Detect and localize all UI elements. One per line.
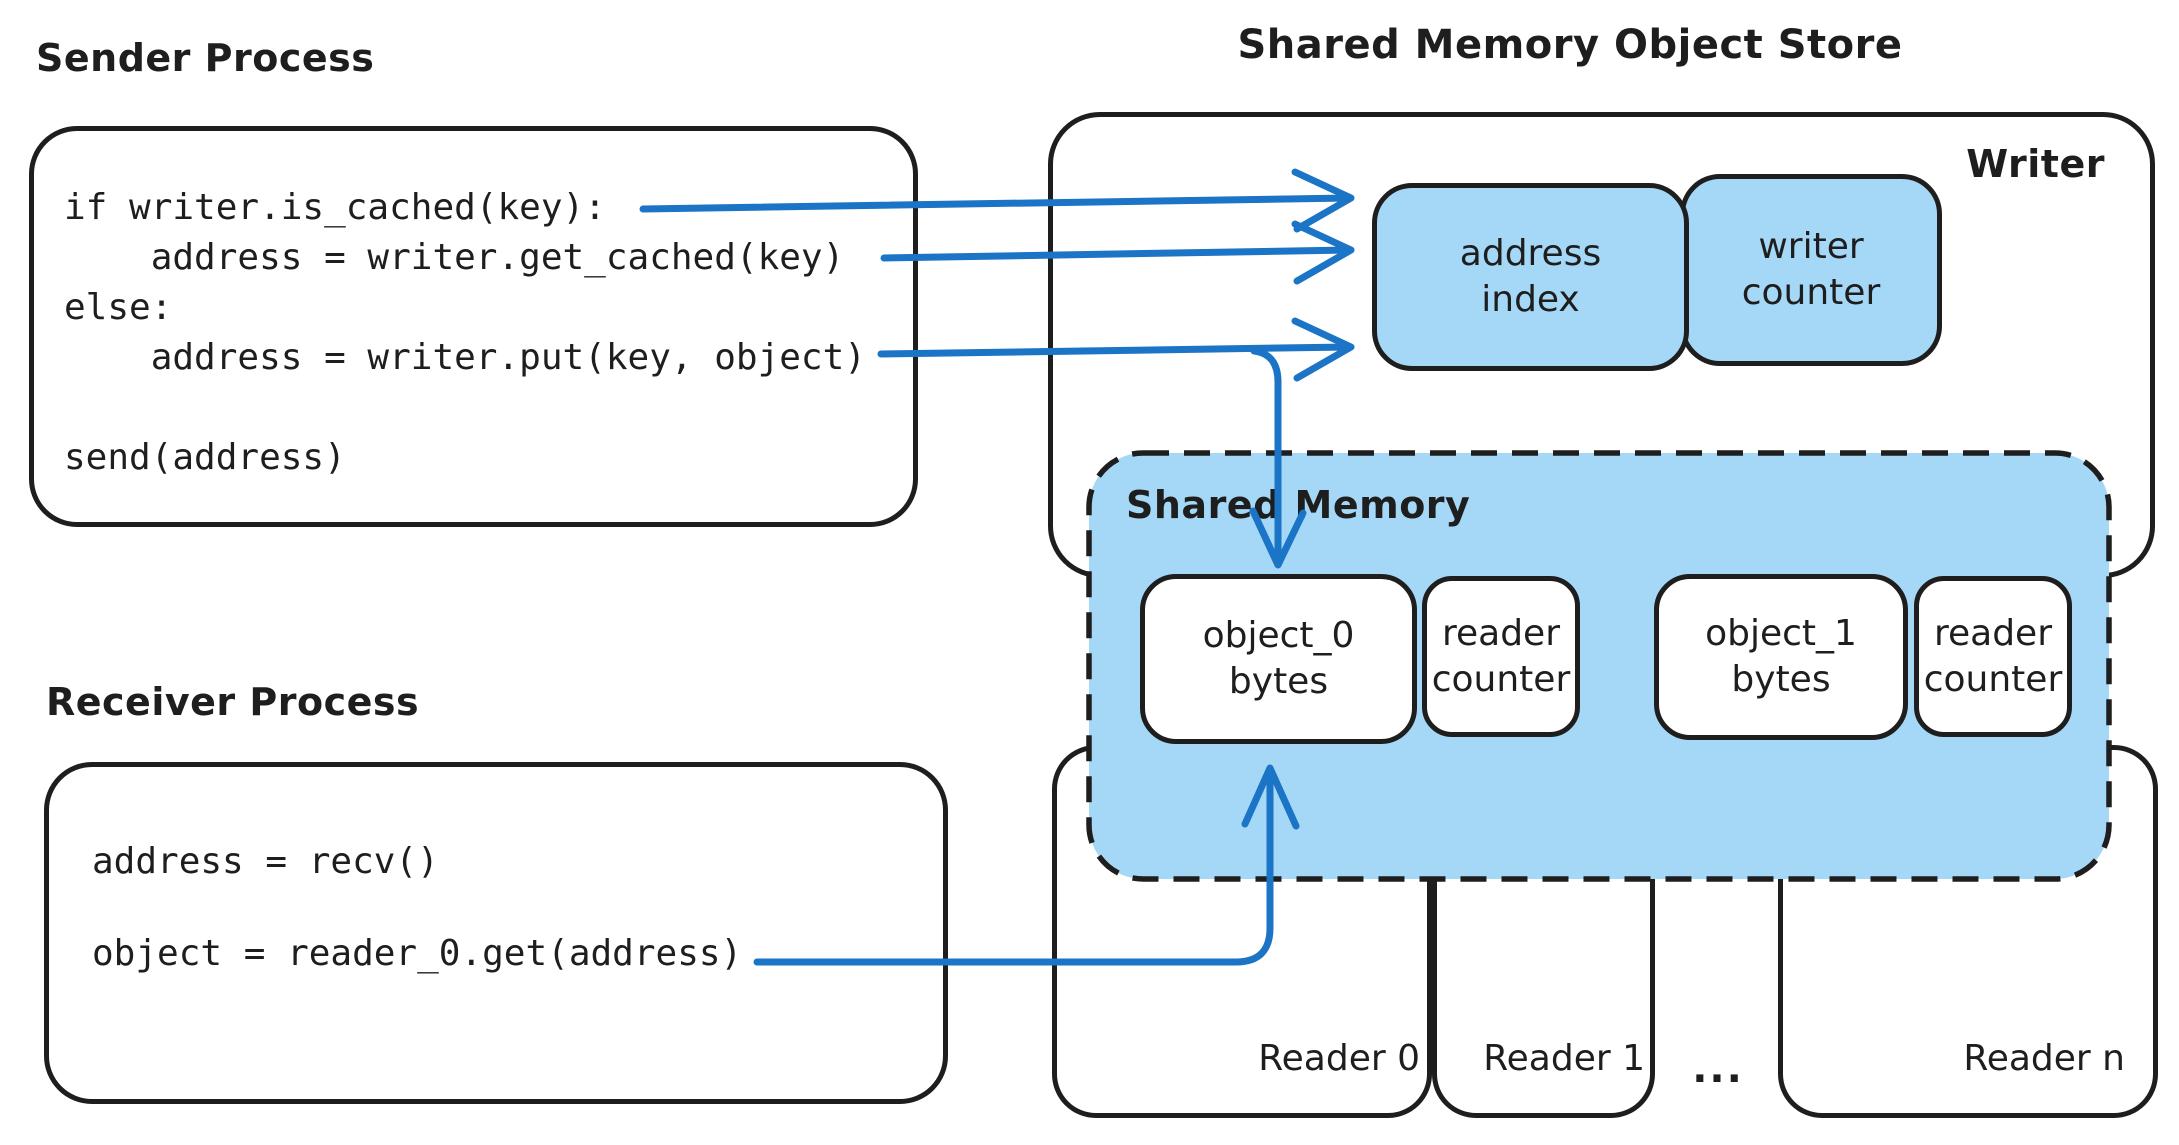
reader-n-label: Reader n bbox=[1963, 1038, 2125, 1079]
address-index-cell bbox=[1372, 183, 1689, 371]
writer-counter-cell bbox=[1680, 174, 1942, 366]
readers-ellipsis: ... bbox=[1692, 1046, 1744, 1092]
sender-process-label: Sender Process bbox=[36, 36, 375, 80]
address-index-label: address index bbox=[1459, 233, 1602, 320]
sender-code: if writer.is_cached(key): address = writ… bbox=[64, 187, 866, 478]
object-0-label: object_0 bytes bbox=[1202, 615, 1355, 702]
writer-label: Writer bbox=[1966, 142, 2105, 186]
reader-counter-1-label: reader counter bbox=[1923, 612, 2063, 700]
reader-0-label: Reader 0 bbox=[1258, 1038, 1420, 1079]
writer-counter-label: writer counter bbox=[1741, 226, 1881, 313]
shared-memory-dashed-border bbox=[1086, 450, 2112, 882]
receiver-code: address = recv() object = reader_0.get(a… bbox=[92, 841, 743, 974]
shared-memory-label: Shared Memory bbox=[1126, 483, 1471, 527]
reader-counter-1-cell bbox=[1914, 576, 2072, 737]
reader-counter-0-label: reader counter bbox=[1431, 612, 1571, 700]
object-0-cell bbox=[1140, 574, 1417, 744]
object-1-cell bbox=[1654, 574, 1908, 740]
reader-1-label: Reader 1 bbox=[1483, 1038, 1645, 1079]
object-1-label: object_1 bytes bbox=[1705, 613, 1857, 700]
shared-memory-box bbox=[1086, 450, 2112, 882]
sender-process-box bbox=[29, 126, 918, 527]
store-title: Shared Memory Object Store bbox=[1237, 22, 1903, 68]
reader-counter-0-cell bbox=[1422, 576, 1580, 737]
receiver-process-label: Receiver Process bbox=[46, 680, 420, 724]
